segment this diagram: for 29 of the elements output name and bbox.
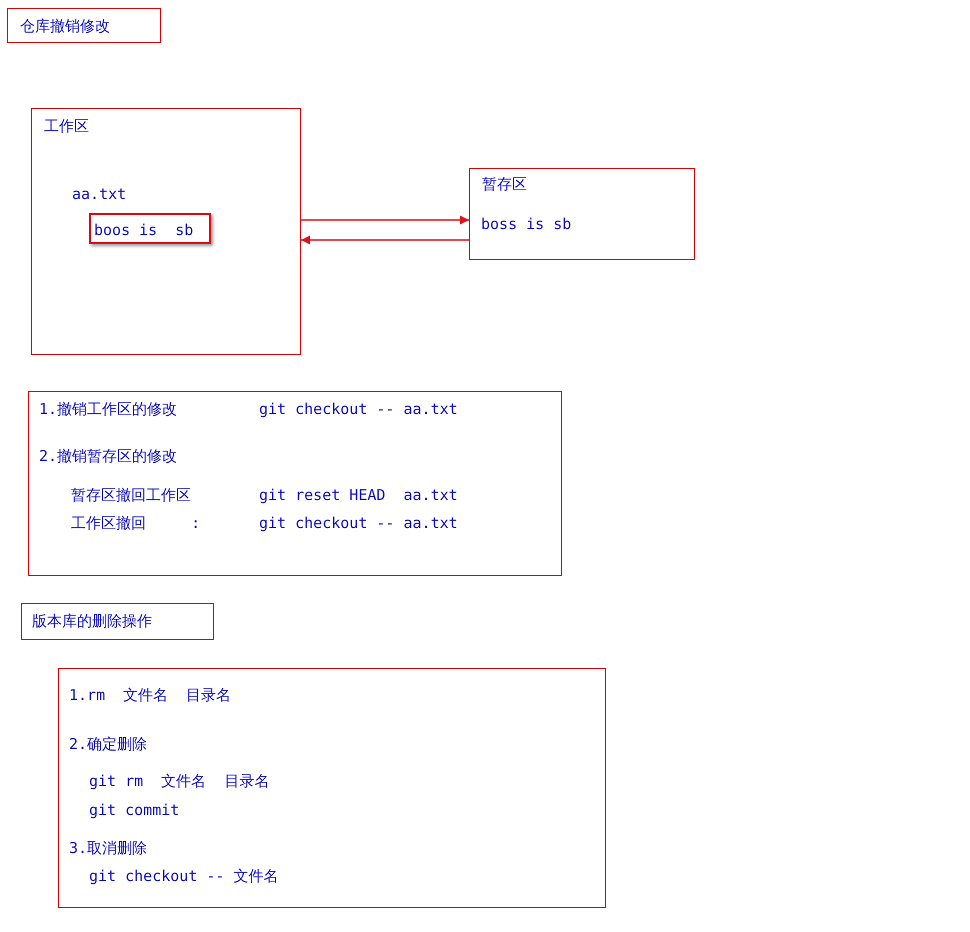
step-text: 3.取消删除 [69,839,148,857]
file-name: aa.txt [72,185,126,203]
note-box [58,668,606,908]
content-text: boos is sb [94,221,194,239]
command-text: git reset HEAD aa.txt [259,486,458,504]
heading-text: 版本库的删除操作 [32,612,152,630]
area-box [469,168,695,260]
title-box [7,8,161,43]
step-text: 2.撤销暂存区的修改 [39,447,178,465]
step-text: 2.确定删除 [69,735,148,753]
heading-text: 暂存区 [482,175,527,193]
title-box [21,603,214,640]
command-text: git checkout -- aa.txt [259,400,458,418]
step-text: 工作区撤回 : [71,514,200,532]
content-text: boss is sb [481,215,572,233]
command-text: git rm 文件名 目录名 [89,772,270,790]
step-text: 1.撤销工作区的修改 [39,400,178,418]
area-box [31,108,301,355]
content-box [89,213,211,244]
note-box [28,391,562,576]
step-text: 暂存区撤回工作区 [71,486,191,504]
heading-text: 工作区 [44,117,89,135]
heading-text: 仓库撤销修改 [20,17,110,35]
command-text: git commit [89,801,180,819]
arrow [301,216,469,224]
command-text: git checkout -- aa.txt [259,514,458,532]
command-text: git checkout -- 文件名 [89,867,278,885]
arrow [301,236,469,244]
step-text: 1.rm 文件名 目录名 [69,686,232,704]
